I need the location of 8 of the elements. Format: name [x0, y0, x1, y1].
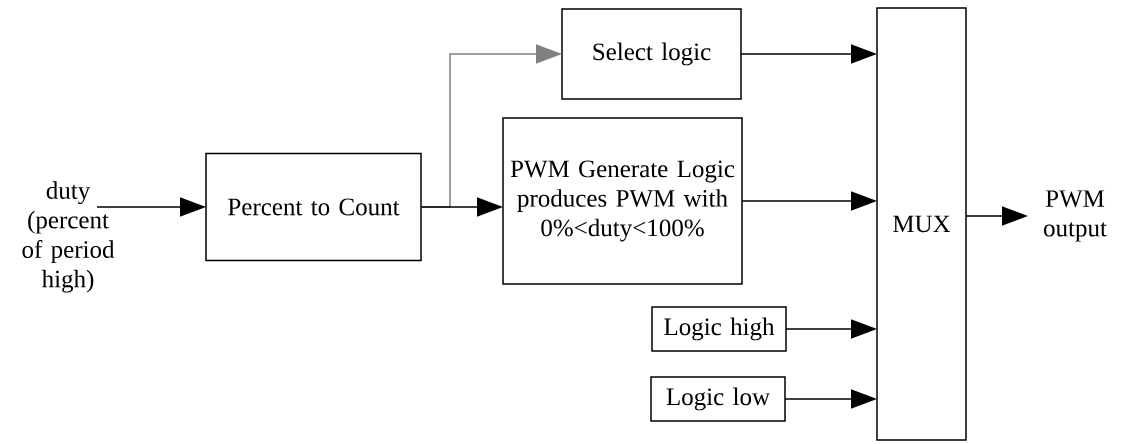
mux-box: MUX: [876, 7, 967, 441]
process-box: Percent to Count: [205, 152, 422, 262]
process-box: Logic low: [650, 376, 786, 422]
process-box: PWM Generate Logic produces PWM with 0%<duty<100%: [502, 117, 743, 285]
text-label: duty (percent of period high): [22, 181, 115, 293]
process-box: Logic high: [651, 306, 787, 352]
text-label: PWM output: [1044, 190, 1107, 242]
process-box: Select logic: [561, 8, 742, 100]
